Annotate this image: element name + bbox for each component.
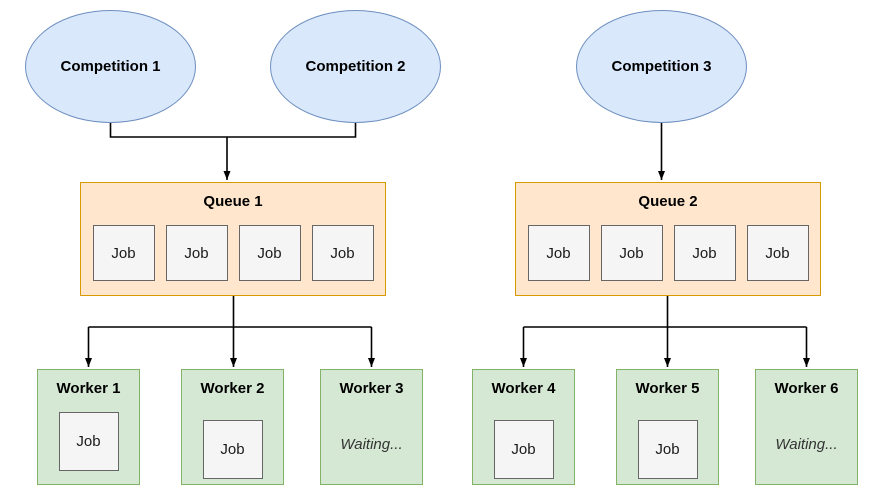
worker-5-box: Worker 5 Job — [616, 369, 719, 485]
job-box: Job — [58, 412, 119, 471]
job-box: Job — [311, 225, 374, 281]
queue-1-job-row: Job Job Job Job — [81, 225, 385, 281]
job-box: Job — [165, 225, 228, 281]
job-label: Job — [111, 244, 136, 262]
job-label: Job — [257, 244, 282, 262]
waiting-label: Waiting... — [340, 436, 403, 453]
job-box: Job — [746, 225, 809, 281]
job-label: Job — [330, 244, 355, 262]
queue-2-fanout-line — [523, 296, 807, 328]
worker-title: Worker 6 — [774, 380, 839, 397]
worker-4-box: Worker 4 Job — [472, 369, 575, 485]
queue-1-fanout-line — [88, 296, 372, 328]
job-label: Job — [76, 433, 101, 450]
job-box: Job — [600, 225, 663, 281]
worker-2-box: Worker 2 Job — [181, 369, 284, 485]
job-box: Job — [238, 225, 301, 281]
worker-6-box: Worker 6 Waiting... — [755, 369, 858, 485]
job-label: Job — [619, 244, 644, 262]
job-label: Job — [765, 244, 790, 262]
job-box: Job — [527, 225, 590, 281]
worker-3-box: Worker 3 Waiting... — [320, 369, 423, 485]
competition-1-node: Competition 1 — [25, 10, 196, 123]
job-box: Job — [92, 225, 155, 281]
job-box: Job — [673, 225, 736, 281]
competition-label: Competition 2 — [305, 58, 406, 75]
worker-title: Worker 1 — [56, 380, 121, 397]
job-box: Job — [202, 420, 263, 479]
queue-2-job-row: Job Job Job Job — [516, 225, 820, 281]
merge-connector-line — [109, 123, 357, 138]
job-label: Job — [655, 441, 680, 458]
worker-title: Worker 2 — [200, 380, 265, 397]
queue-title: Queue 1 — [203, 193, 263, 210]
job-label: Job — [220, 441, 245, 458]
job-box: Job — [493, 420, 554, 479]
job-label: Job — [546, 244, 571, 262]
worker-title: Worker 4 — [491, 380, 556, 397]
competition-label: Competition 3 — [611, 58, 712, 75]
waiting-label: Waiting... — [775, 436, 838, 453]
competition-2-node: Competition 2 — [270, 10, 441, 123]
worker-title: Worker 5 — [635, 380, 700, 397]
queue-1-box: Queue 1 Job Job Job Job — [80, 182, 386, 296]
worker-1-box: Worker 1 Job — [37, 369, 140, 485]
job-label: Job — [184, 244, 209, 262]
job-box: Job — [637, 420, 698, 479]
job-label: Job — [692, 244, 717, 262]
queue-2-box: Queue 2 Job Job Job Job — [515, 182, 821, 296]
job-label: Job — [511, 441, 536, 458]
queue-title: Queue 2 — [638, 193, 698, 210]
worker-title: Worker 3 — [339, 380, 404, 397]
competition-label: Competition 1 — [60, 58, 161, 75]
competition-3-node: Competition 3 — [576, 10, 747, 123]
